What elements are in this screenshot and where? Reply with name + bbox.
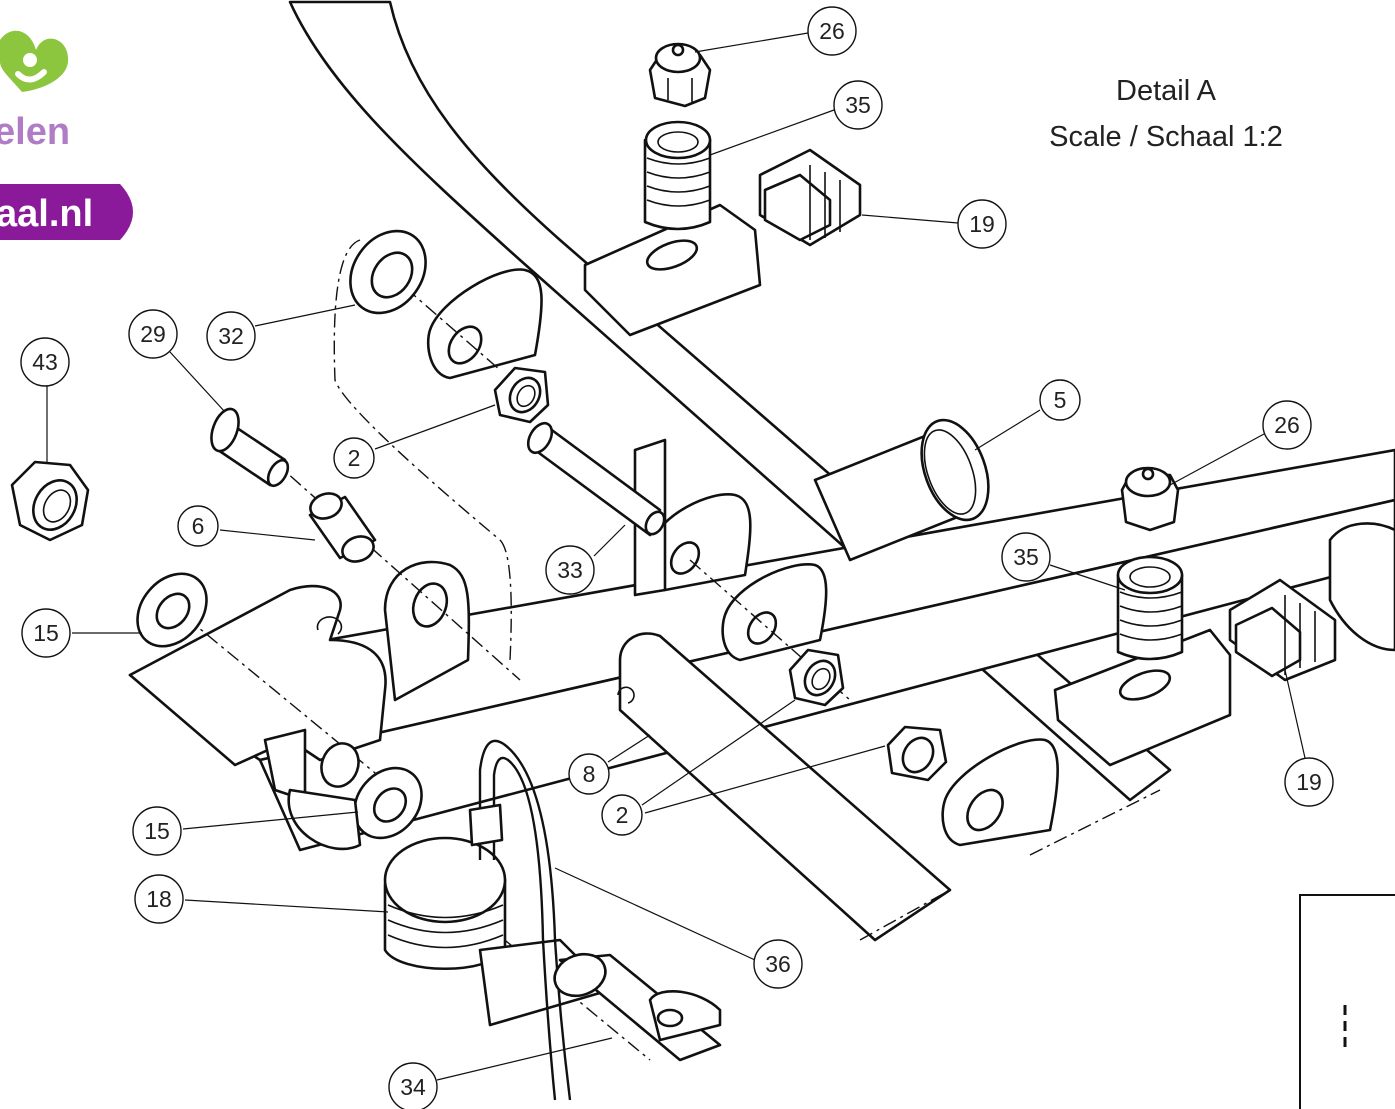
callout-2-upper: 2 — [333, 437, 375, 479]
callout-8: 8 — [568, 753, 610, 795]
hardware-parts — [10, 42, 1337, 1101]
svg-text:19: 19 — [969, 211, 995, 237]
svg-text:2: 2 — [348, 445, 361, 471]
callout-19-right: 19 — [1284, 757, 1334, 807]
hinge-pin — [526, 421, 666, 537]
logo-text-bottom: aal.nl — [0, 193, 93, 235]
end-hex-cap — [1328, 522, 1395, 652]
washer-large — [349, 229, 427, 315]
callout-43: 43 — [20, 337, 70, 387]
lock-nut-middle — [788, 648, 845, 707]
tab-lower-right — [941, 738, 1059, 847]
svg-text:19: 19 — [1296, 769, 1322, 795]
tab-upper-left — [426, 268, 543, 380]
svg-text:29: 29 — [140, 321, 166, 347]
leader-lines — [46, 32, 1306, 1081]
svg-text:32: 32 — [218, 323, 244, 349]
threaded-insert-right — [1116, 555, 1184, 661]
callout-26-top: 26 — [807, 6, 857, 56]
brand-logo: elen aal.nl — [0, 30, 133, 240]
callout-26-right: 26 — [1262, 400, 1312, 450]
washer-15-lower — [353, 766, 423, 840]
washer-15-upper — [136, 572, 208, 648]
callout-6: 6 — [177, 505, 219, 547]
callout-32: 32 — [206, 311, 256, 361]
svg-text:34: 34 — [400, 1074, 426, 1100]
svg-text:18: 18 — [146, 886, 172, 912]
end-plug-right — [1228, 578, 1337, 682]
acorn-nut-top — [648, 42, 712, 108]
callout-15-lower: 15 — [132, 806, 182, 856]
shoulder-bolt — [210, 407, 290, 488]
callout-35-right: 35 — [1001, 532, 1051, 582]
svg-text:2: 2 — [616, 802, 629, 828]
logo-text-top: elen — [0, 111, 70, 153]
logo-banner — [0, 184, 133, 240]
callout-15-upper: 15 — [21, 608, 71, 658]
threaded-insert-top — [643, 120, 712, 231]
upper-nut-bracket — [583, 203, 762, 337]
cable-rod — [553, 952, 722, 1062]
detail-scale: Scale / Schaal 1:2 — [1049, 121, 1283, 153]
callout-19-top: 19 — [957, 199, 1007, 249]
hex-nut-lower — [886, 725, 948, 782]
callout-35-top: 35 — [833, 80, 883, 130]
spacer-bush — [308, 492, 377, 563]
svg-text:26: 26 — [819, 18, 845, 44]
detail-title: Detail A — [1116, 75, 1217, 107]
callout-2-lower: 2 — [601, 794, 643, 836]
title-block-corner — [1299, 894, 1395, 1109]
svg-text:26: 26 — [1274, 412, 1300, 438]
callout-5: 5 — [1039, 379, 1081, 421]
svg-text:35: 35 — [845, 92, 871, 118]
brake-cable — [468, 739, 572, 1101]
lock-nut-upper — [493, 366, 550, 424]
callout-36: 36 — [753, 939, 803, 989]
callouts: 26 35 19 29 32 43 2 5 — [20, 6, 1334, 1109]
axle-bushing — [920, 418, 990, 522]
end-plug-top — [758, 148, 862, 247]
callout-29: 29 — [128, 309, 178, 359]
svg-text:15: 15 — [33, 620, 59, 646]
svg-text:8: 8 — [583, 761, 596, 787]
hinge-lug-plate — [383, 560, 471, 702]
callout-34: 34 — [388, 1062, 438, 1109]
svg-text:36: 36 — [765, 951, 791, 977]
svg-text:33: 33 — [557, 557, 583, 583]
svg-text:43: 43 — [32, 349, 58, 375]
svg-text:6: 6 — [192, 513, 205, 539]
tube-clamp — [263, 728, 362, 851]
svg-text:15: 15 — [144, 818, 170, 844]
svg-text:5: 5 — [1054, 387, 1067, 413]
acorn-nut-right — [1120, 466, 1180, 532]
svg-text:35: 35 — [1013, 544, 1039, 570]
inner-tube — [618, 632, 952, 942]
heart-person-icon — [0, 30, 69, 92]
callout-33: 33 — [545, 545, 595, 595]
callout-18: 18 — [134, 874, 184, 924]
hex-nut-large — [10, 460, 90, 542]
